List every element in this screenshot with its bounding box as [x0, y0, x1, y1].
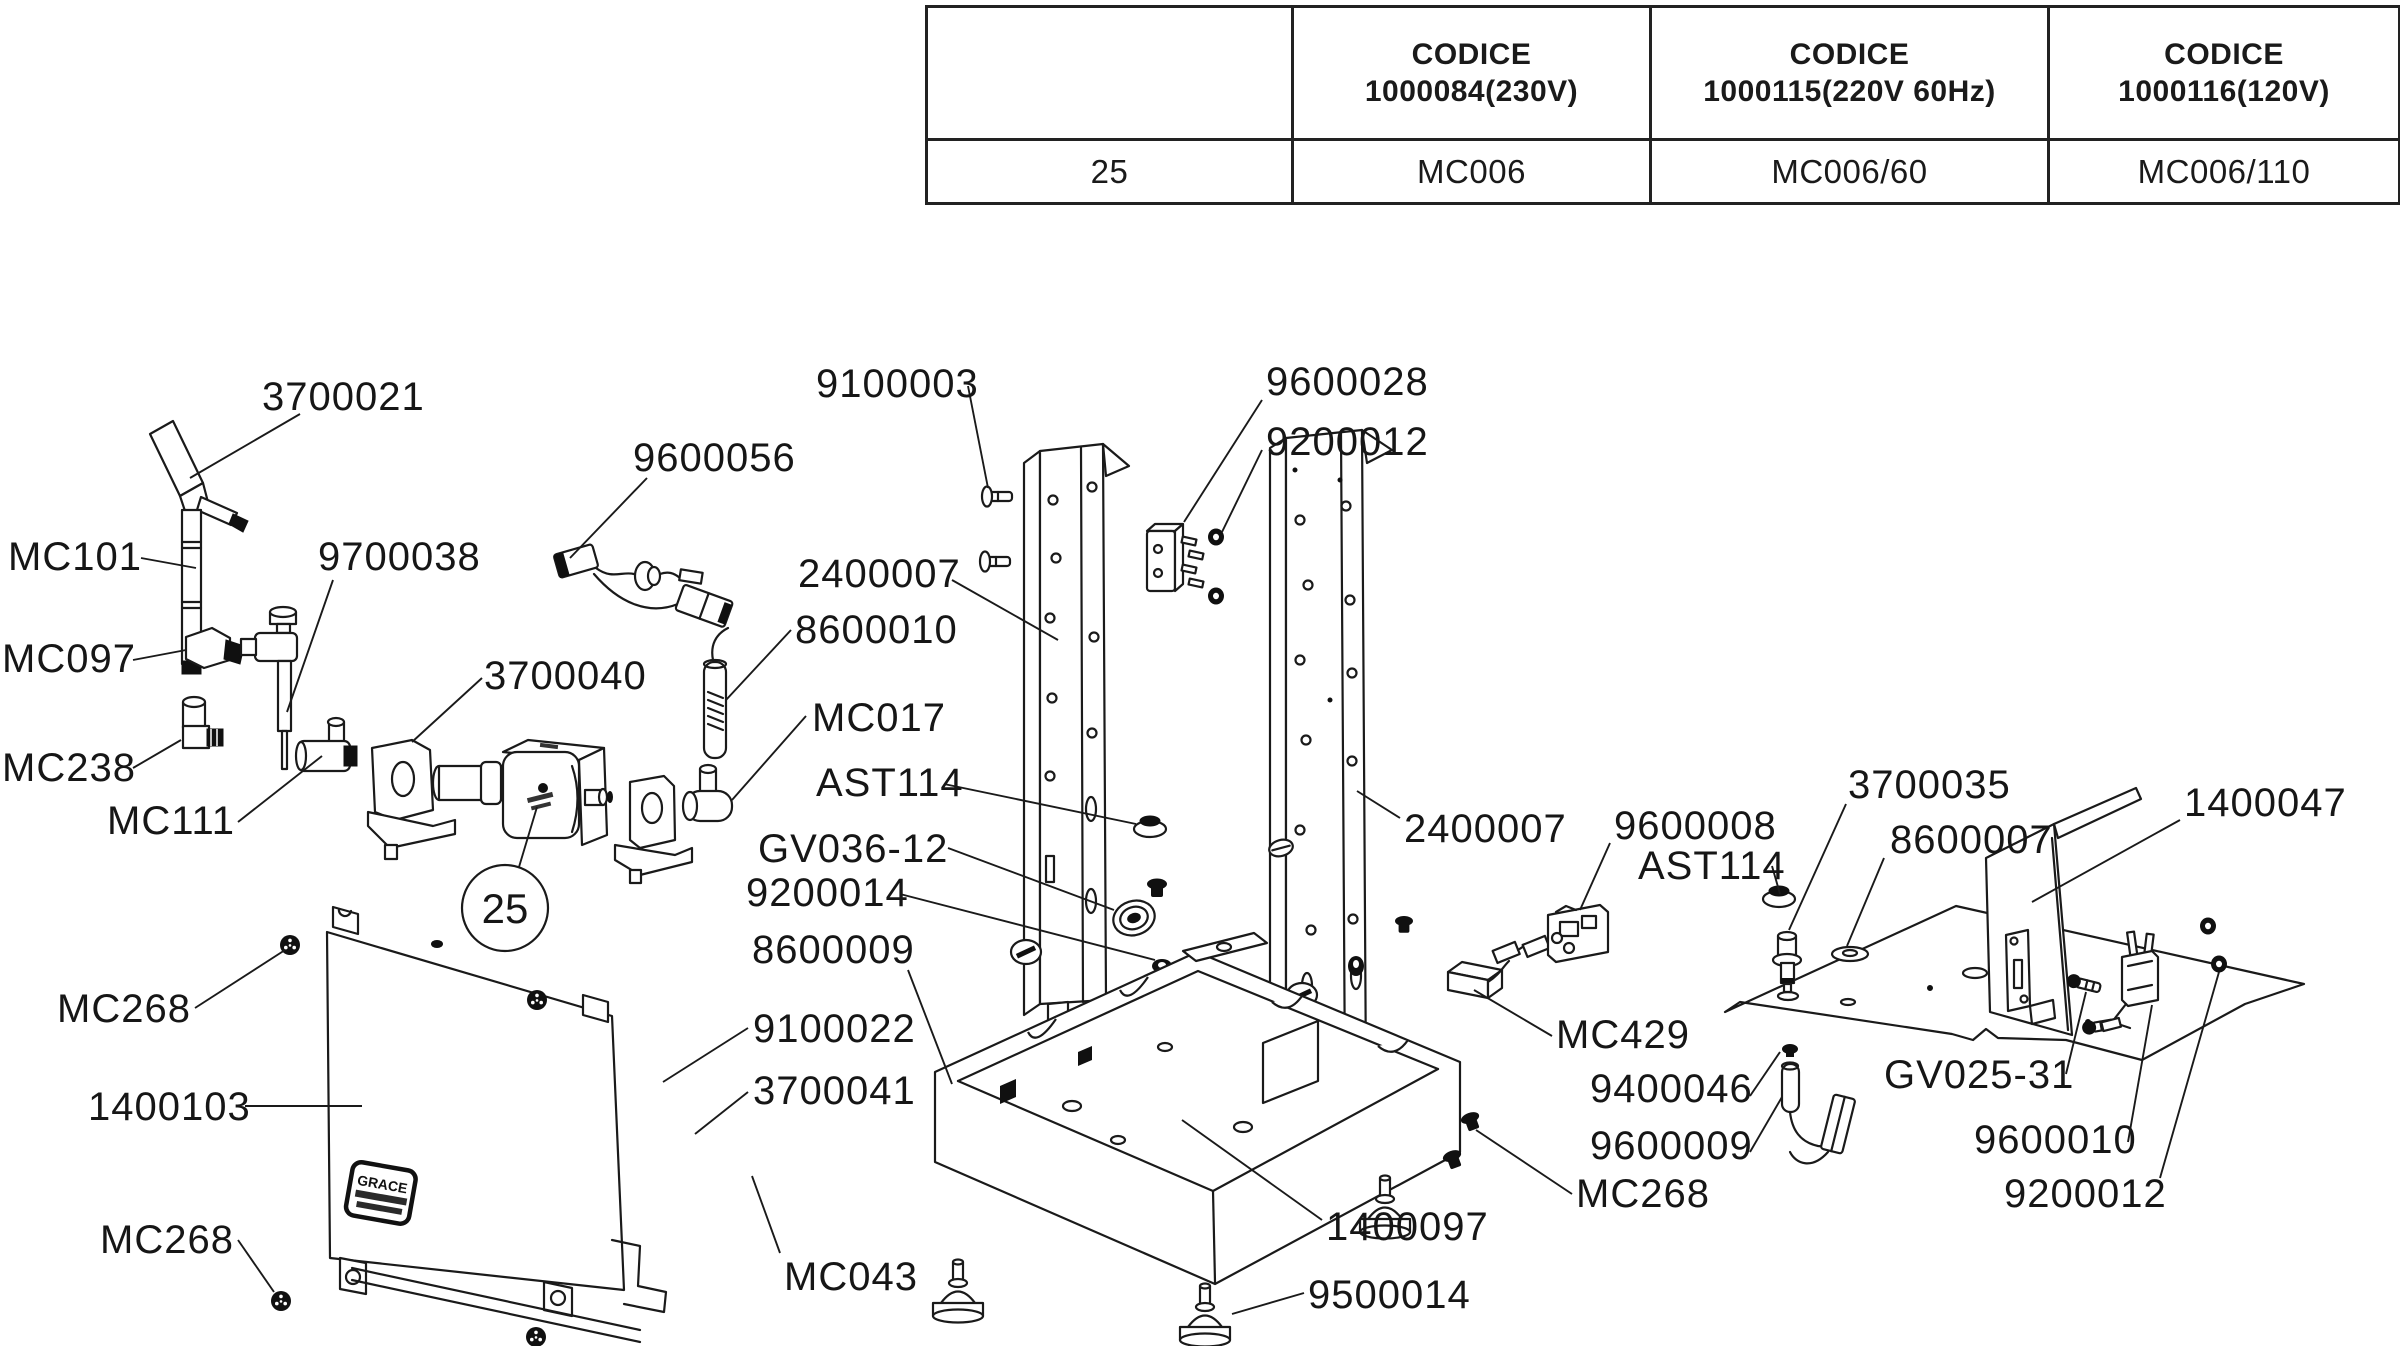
label-mc268-right: MC268	[1576, 1172, 1710, 1216]
part-frame-left-2400007	[1022, 442, 1131, 1026]
label-8600007: 8600007	[1890, 818, 2053, 862]
part-nut-9200012-b	[1208, 587, 1224, 605]
label-2400007-right: 2400007	[1404, 807, 1567, 851]
part-bracket-3700040	[366, 738, 457, 861]
label-ast114-right: AST114	[1638, 844, 1786, 888]
part-pump	[431, 738, 613, 847]
part-bracket-right	[613, 774, 694, 885]
label-9200014: 9200014	[746, 871, 909, 915]
label-9600008: 9600008	[1614, 804, 1777, 848]
part-switch-9600010	[2100, 930, 2160, 1033]
label-9200012-top: 9200012	[1266, 420, 1429, 464]
label-ast114-left: AST114	[816, 761, 964, 805]
part-valve-9700038	[239, 605, 299, 771]
part-heater-8600010	[702, 626, 730, 760]
part-thermal-fuse-9600009	[1780, 1061, 1856, 1165]
label-9600010: 9600010	[1974, 1118, 2137, 1162]
part-capscrew-a	[1147, 878, 1167, 897]
part-grommet-dark	[1348, 956, 1364, 976]
part-thermostat-9600008	[1546, 903, 1610, 964]
label-1400097: 1400097	[1326, 1205, 1489, 1249]
label-8600010: 8600010	[795, 608, 958, 652]
label-mc429: MC429	[1556, 1013, 1690, 1057]
part-fitting-mc017	[681, 763, 734, 823]
part-foot-9500014-b	[1178, 1282, 1232, 1346]
part-labels: 3700021 MC101 9700038 MC097 MC238 MC111 …	[2, 360, 2347, 1317]
label-mc238: MC238	[2, 746, 136, 790]
part-switch-9600028	[1145, 522, 1205, 593]
label-1400047: 1400047	[2184, 781, 2347, 825]
label-mc101: MC101	[8, 535, 142, 579]
part-screw-panel-bottom	[526, 1327, 546, 1346]
part-nut-9200012-right-b	[2211, 955, 2227, 973]
part-fuse-mc429	[1446, 928, 1562, 1000]
label-gv025-31: GV025-31	[1884, 1053, 2074, 1097]
part-side-panel-1400103: GRACE	[325, 905, 668, 1344]
part-safety-valve-3700035	[1771, 930, 1803, 994]
label-3700040: 3700040	[484, 654, 647, 698]
label-1400103: 1400103	[88, 1085, 251, 1129]
label-2400007-left: 2400007	[798, 552, 961, 596]
table-cell-code-220v: MC006/60	[1649, 138, 2047, 202]
label-9600009-right: 9600009	[1590, 1124, 1753, 1168]
label-mc268-bottomleft: MC268	[100, 1218, 234, 1262]
label-9100022: 9100022	[753, 1007, 916, 1051]
table-cell-code-230v: MC006	[1291, 138, 1649, 202]
label-3700041: 3700041	[753, 1069, 916, 1113]
label-mc268-topleft: MC268	[57, 987, 191, 1031]
part-nut-9200012-right-a	[2200, 917, 2216, 935]
part-screw-mc268-bottomleft	[271, 1291, 291, 1311]
part-steam-wand	[148, 419, 249, 675]
label-9400046: 9400046	[1590, 1067, 1753, 1111]
part-screw-mc268-right-b	[1459, 1109, 1484, 1133]
leader-lines	[132, 385, 2220, 1315]
part-plug-9400046	[1782, 1044, 1798, 1057]
part-elbow-mc238	[181, 695, 224, 750]
label-3700021: 3700021	[262, 375, 425, 419]
label-9200012-right: 9200012	[2004, 1172, 2167, 1216]
label-9700038: 9700038	[318, 535, 481, 579]
part-harness-9600056	[553, 543, 734, 628]
part-base-tray-1400097	[933, 931, 1462, 1286]
label-mc111: MC111	[107, 799, 235, 843]
part-gasket-gv036-12	[1112, 899, 1156, 937]
label-mc017: MC017	[812, 696, 946, 740]
position-balloon: 25	[460, 863, 550, 953]
part-foot-9500014-a	[931, 1258, 985, 1324]
label-mc097: MC097	[2, 637, 136, 681]
part-thumbscrew-left-frame	[1009, 938, 1043, 966]
label-8600009: 8600009	[752, 928, 915, 972]
table-cell-code-120v: MC006/110	[2047, 138, 2398, 202]
panel-rating-sticker: GRACE	[343, 1160, 418, 1226]
label-9100003: 9100003	[816, 362, 979, 406]
label-3700035: 3700035	[1848, 763, 2011, 807]
part-screw-panel	[527, 990, 547, 1010]
part-washer-8600007	[1830, 945, 1870, 963]
label-9600028: 9600028	[1266, 360, 1429, 404]
label-9500014: 9500014	[1308, 1273, 1471, 1317]
part-capscrew-b	[1395, 916, 1413, 933]
balloon-number: 25	[482, 885, 529, 932]
part-flat-screw	[1268, 838, 1294, 858]
label-mc043: MC043	[784, 1255, 918, 1299]
part-tee-mc111	[294, 716, 358, 773]
label-9600056: 9600056	[633, 436, 796, 480]
part-cap-ast114-left	[1132, 814, 1168, 839]
part-screws-9100003	[978, 485, 1014, 573]
label-gv036-12: GV036-12	[758, 827, 948, 871]
part-panel-1400047	[1984, 786, 2143, 1037]
table-cell-position: 25	[928, 138, 1291, 202]
part-pad	[1961, 966, 1989, 980]
